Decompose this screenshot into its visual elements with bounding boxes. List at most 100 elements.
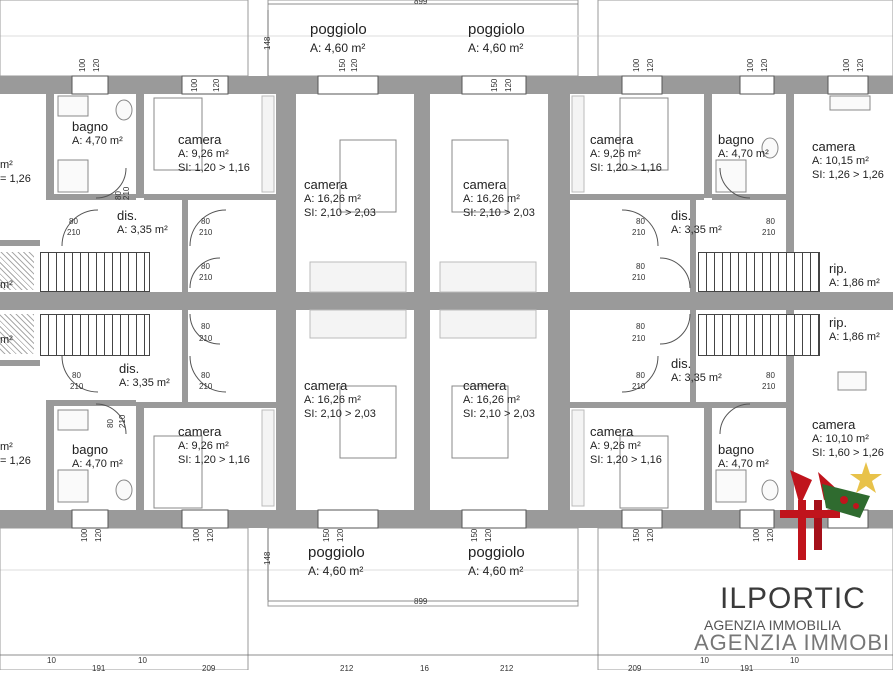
- dim-win-100-i: 100: [192, 528, 201, 542]
- dim-win-120-a: 120: [92, 58, 101, 72]
- dim-win-150-c: 150: [338, 58, 347, 72]
- room-rip-br: rip.A: 1,86 m²: [829, 315, 880, 344]
- staircase-top-right: [698, 252, 820, 292]
- dim-door-210-d: 210: [199, 334, 213, 343]
- dim-win-100-e: 100: [632, 58, 641, 72]
- dim-bottom-0: 10: [47, 656, 56, 665]
- dim-win-150-d: 150: [490, 78, 499, 92]
- dim-bath-210-tl: 210: [122, 186, 131, 200]
- dim-door-80-a: 80: [69, 217, 78, 226]
- dim-door-210-b: 210: [199, 228, 213, 237]
- dim-win-120-c: 120: [350, 58, 359, 72]
- dim-win-120-f: 120: [760, 58, 769, 72]
- dim-door-210-j: 210: [632, 382, 646, 391]
- dim-bottom-total: 899: [414, 597, 428, 606]
- dim-win-120-h: 120: [94, 528, 103, 542]
- dim-door-80-j: 80: [636, 371, 645, 380]
- room-dis-br: dis.A: 3,35 m²: [671, 356, 722, 385]
- room-rip-tr: rip.A: 1,86 m²: [829, 261, 880, 290]
- dim-win-120-j: 120: [336, 528, 345, 542]
- dim-balcony-bot: 148: [263, 551, 272, 565]
- dim-win-150-j: 150: [322, 528, 331, 542]
- dim-bath-210-bl: 210: [118, 414, 127, 428]
- dim-win-120-b: 120: [212, 78, 221, 92]
- dim-balcony-top: 148: [263, 36, 272, 50]
- dim-win-100-b: 100: [190, 78, 199, 92]
- watermark-brand: ILPORTIC: [720, 582, 866, 615]
- watermark-line2: AGENZIA IMMOBI: [694, 630, 891, 655]
- dim-door-80-c: 80: [201, 262, 210, 271]
- dim-win-100-f: 100: [746, 58, 755, 72]
- hatch-left-bot: [0, 314, 34, 354]
- dim-door-210-l: 210: [762, 382, 776, 391]
- dim-door-210-i: 210: [632, 334, 646, 343]
- dim-win-100-h: 100: [80, 528, 89, 542]
- dim-door-80-e: 80: [72, 371, 81, 380]
- edge-left-midtop-label: m²: [0, 279, 13, 291]
- dim-win-100-m: 100: [752, 528, 761, 542]
- dim-door-210-k: 210: [762, 228, 776, 237]
- dim-door-80-k: 80: [766, 217, 775, 226]
- dim-door-80-i: 80: [636, 322, 645, 331]
- dim-win-120-k: 120: [484, 528, 493, 542]
- dim-bottom-6: 212: [500, 664, 514, 673]
- dim-win-150-k: 150: [470, 528, 479, 542]
- dim-bottom-7: 209: [628, 664, 642, 673]
- staircase-top-left: [40, 252, 150, 292]
- dim-win-120-d: 120: [504, 78, 513, 92]
- dim-bottom-3: 209: [202, 664, 216, 673]
- dim-bottom-8: 10: [700, 656, 709, 665]
- dim-door-80-f: 80: [201, 371, 210, 380]
- dim-win-120-g: 120: [856, 58, 865, 72]
- dim-win-120-e: 120: [646, 58, 655, 72]
- dim-door-80-b: 80: [201, 217, 210, 226]
- dim-door-210-e: 210: [70, 382, 84, 391]
- room-dis-tl: dis.A: 3,35 m²: [117, 208, 168, 237]
- dim-door-80-d: 80: [201, 322, 210, 331]
- dim-win-120-m: 120: [766, 528, 775, 542]
- dim-bottom-10: 10: [790, 656, 799, 665]
- dim-win-100-g: 100: [842, 58, 851, 72]
- dim-door-210-c: 210: [199, 273, 213, 282]
- staircase-bot-left: [40, 314, 150, 356]
- dim-win-150-l: 150: [632, 528, 641, 542]
- dim-door-210-g: 210: [632, 228, 646, 237]
- dim-bottom-1: 191: [92, 664, 106, 673]
- staircase-bot-right: [698, 314, 820, 356]
- dim-win-120-l: 120: [646, 528, 655, 542]
- christmas-bow-decoration: [780, 462, 882, 560]
- dim-door-210-h: 210: [632, 273, 646, 282]
- watermark-line1: AGENZIA IMMOBILIA: [704, 617, 841, 633]
- dim-bottom-4: 212: [340, 664, 354, 673]
- edge-left-top-label: m²= 1,26: [0, 159, 31, 185]
- hatch-left-top: [0, 252, 34, 290]
- room-dis-tr: dis.A: 3,35 m²: [671, 208, 722, 237]
- dim-bottom-2: 10: [138, 656, 147, 665]
- dim-bottom-9: 191: [740, 664, 754, 673]
- dim-door-80-l: 80: [766, 371, 775, 380]
- dim-door-80-g: 80: [636, 217, 645, 226]
- dim-win-120-i: 120: [206, 528, 215, 542]
- dim-top-total: 899: [414, 0, 428, 6]
- dim-door-210-f: 210: [199, 382, 213, 391]
- edge-left-midbot-label: m²: [0, 334, 13, 346]
